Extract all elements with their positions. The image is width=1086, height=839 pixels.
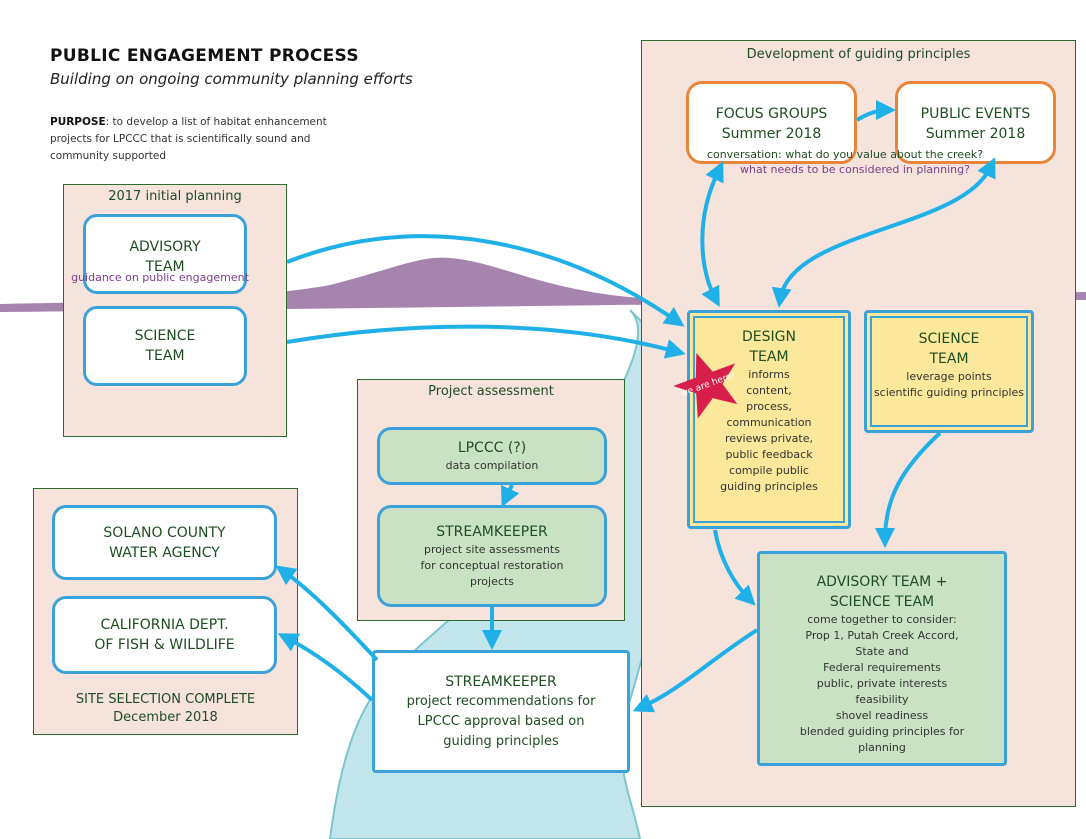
page-title: PUBLIC ENGAGEMENT PROCESS: [50, 46, 359, 66]
purpose-text: PURPOSE: to develop a list of habitat en…: [50, 116, 327, 162]
panel-title: Project assessment: [428, 384, 554, 399]
site-selection-status: SITE SELECTION COMPLETE: [75, 692, 256, 707]
lpccc-box: LPCCC (?)data compilation: [377, 427, 607, 485]
site-selection-date: December 2018: [113, 710, 218, 725]
caption-consider: what needs to be considered in planning?: [740, 163, 970, 176]
guidance-note: guidance on public engagement: [71, 271, 249, 284]
cdfw-box: CALIFORNIA DEPT.OF FISH & WILDLIFE: [52, 596, 277, 674]
advisory-science-team-box: ADVISORY TEAM +SCIENCE TEAM come togethe…: [757, 551, 1007, 766]
panel-title: Development of guiding principles: [746, 47, 971, 62]
page-subtitle: Building on ongoing community planning e…: [50, 70, 413, 88]
caption-value: conversation: what do you value about th…: [706, 148, 984, 161]
panel-title: 2017 initial planning: [108, 189, 242, 204]
